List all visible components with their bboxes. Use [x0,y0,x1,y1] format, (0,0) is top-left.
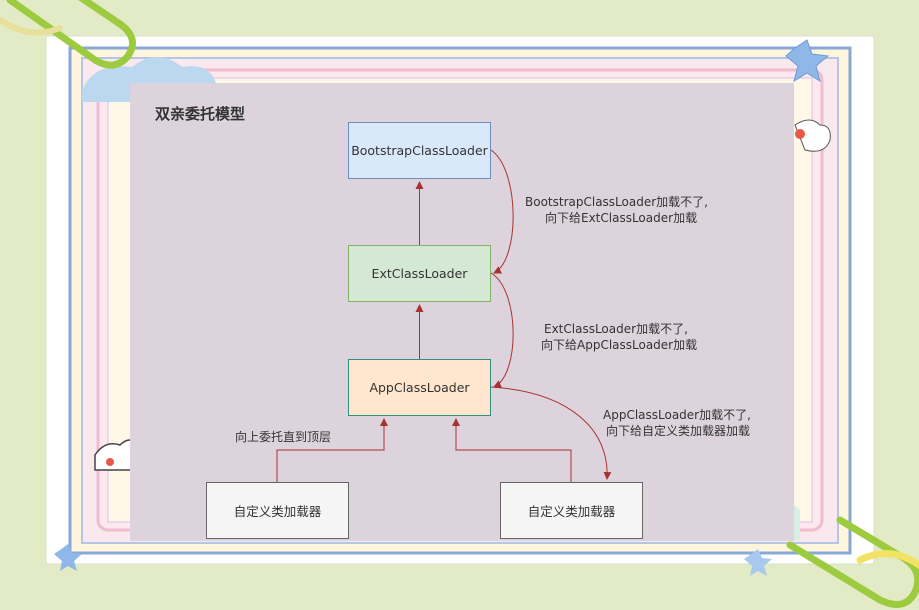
ext-fallback-label: ExtClassLoader加载不了, 向下给AppClassLoader加载 [541,321,698,353]
bootstrap-fallback-line2: 向下给ExtClassLoader加载 [545,211,698,225]
app-fallback-line1: AppClassLoader加载不了, [603,408,751,422]
ext-fallback-line1: ExtClassLoader加载不了, [544,322,688,336]
ext-classloader-node[interactable]: ExtClassLoader [348,245,491,302]
curve-app-to-custom [490,386,612,480]
curve-ext-to-app [490,272,514,388]
custom-classloader-node-1[interactable]: 自定义类加载器 [206,482,349,539]
custom-classloader-node-2[interactable]: 自定义类加载器 [500,482,643,539]
app-fallback-line2: 向下给自定义类加载器加载 [606,424,751,438]
arrow-custom1-to-app [276,418,388,482]
diagram-title: 双亲委托模型 [155,105,246,123]
ext-fallback-line2: 向下给AppClassLoader加载 [541,338,698,352]
app-fallback-label: AppClassLoader加载不了, 向下给自定义类加载器加载 [603,407,751,439]
delegate-up-label: 向上委托直到顶层 [235,430,332,444]
curve-bootstrap-to-ext [490,149,514,274]
bootstrap-fallback-line1: BootstrapClassLoader加载不了, [525,195,708,209]
app-classloader-node[interactable]: AppClassLoader [348,359,491,416]
bootstrap-classloader-node[interactable]: BootstrapClassLoader [348,122,491,179]
arrow-custom2-to-app [452,418,572,482]
bootstrap-fallback-label: BootstrapClassLoader加载不了, 向下给ExtClassLoa… [525,194,708,226]
